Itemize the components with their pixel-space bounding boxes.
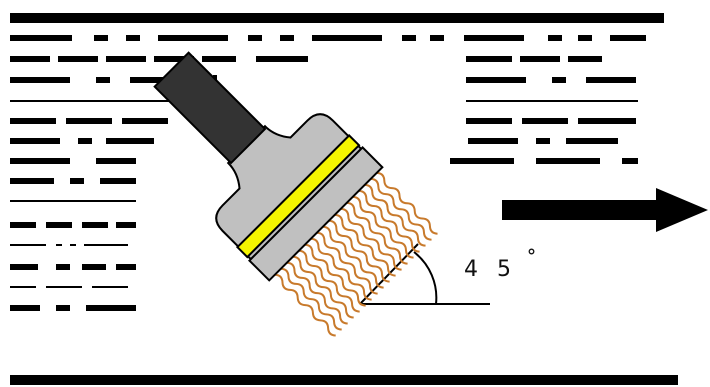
bristle [322,225,384,289]
angle-label: 4 5 [464,257,517,282]
paint-brush-icon [153,51,438,337]
bristle [376,171,438,235]
bristle [328,219,390,283]
bristle [346,201,408,265]
brush-base-plate [248,146,384,282]
bristle [340,207,402,271]
brush-bristles [274,171,438,337]
bottom-solid-line [10,375,678,385]
bristle [286,261,348,325]
right-arrow-icon [502,188,708,232]
bristle [280,267,342,331]
bristle [358,189,420,253]
bristle [334,213,396,277]
brush-yellow-band [235,133,361,259]
bristle [364,183,426,247]
bristle [370,177,432,241]
angle-degree-symbol: ˚ [526,249,543,274]
bristle [274,273,336,337]
brush-handle [153,51,267,165]
bristle [352,195,414,259]
brush-ferrule [215,113,363,261]
bristle [316,231,378,295]
broken-lines-left [10,35,646,311]
bristle [310,237,372,301]
bristle [292,255,354,319]
bristle [304,243,366,307]
top-solid-line [10,13,664,23]
bristle [298,249,360,313]
